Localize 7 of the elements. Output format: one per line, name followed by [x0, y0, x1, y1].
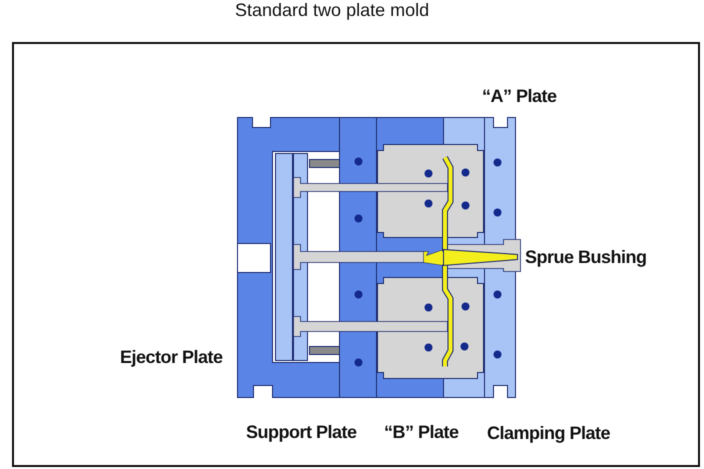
part-label: Ejector Plate — [120, 347, 223, 368]
part-label: Clamping Plate — [487, 423, 610, 444]
part-label: “A” Plate — [482, 86, 557, 107]
part-label: “B” Plate — [384, 422, 459, 443]
part-label: Sprue Bushing — [525, 247, 647, 268]
part-label: Support Plate — [246, 422, 357, 443]
diagram-title: Standard two plate mold — [235, 0, 430, 21]
